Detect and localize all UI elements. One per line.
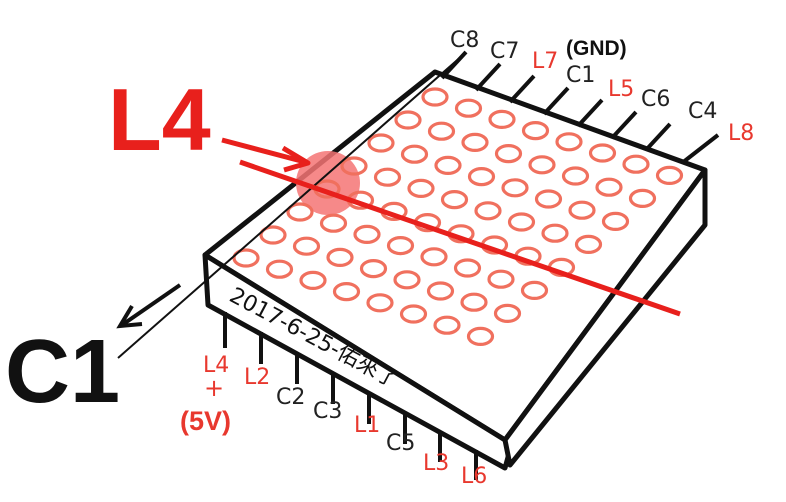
column-label-big: C1 (5, 322, 120, 422)
bottom-pin-label: L6 (461, 464, 487, 489)
led-dot (493, 303, 522, 323)
led-dot (421, 87, 449, 107)
led-dot (561, 166, 590, 186)
red-arrowhead (281, 145, 311, 173)
led-dot (528, 155, 556, 175)
led-dot (340, 156, 368, 176)
led-dot (454, 98, 483, 118)
led-dot (588, 143, 617, 163)
led-dot (359, 259, 388, 279)
led-dot (461, 132, 489, 152)
led-dot (426, 281, 455, 301)
bottom-pin-label: L3 (423, 451, 449, 476)
led-dot (232, 248, 260, 268)
led-dot (460, 292, 488, 312)
top-pin-label: L7 (532, 49, 558, 74)
led-dot (286, 202, 314, 222)
led-dot (440, 190, 469, 210)
led-dot (466, 326, 495, 346)
led-dot (601, 211, 630, 231)
led-dot (367, 133, 395, 153)
led-dot (332, 282, 361, 302)
black-arrowhead (116, 304, 143, 329)
bottom-pin-labels: L4 L2 C2 C3 L1 C5 L3 L6 (203, 353, 487, 489)
top-pin-label: C8 (450, 28, 479, 53)
top-pin-label: C4 (688, 99, 717, 124)
vcc-label: (5V) (180, 406, 231, 436)
led-dot (420, 247, 448, 267)
led-dot (488, 109, 516, 130)
bottom-pin-label: C3 (313, 399, 342, 424)
bottom-pin-label: L1 (354, 413, 380, 438)
top-pin-leg (474, 62, 502, 92)
led-dot (521, 121, 550, 141)
bottom-pin-legs (223, 312, 478, 480)
top-pin-label: L5 (608, 77, 634, 102)
led-dot (501, 178, 529, 198)
bottom-pin-label: L2 (244, 365, 270, 390)
row-l4-line (239, 159, 681, 317)
top-pin-leg (680, 133, 720, 165)
led-dot (326, 247, 354, 267)
module-side-face (502, 167, 708, 468)
gnd-label: (GND) (566, 37, 627, 60)
led-dot (453, 258, 482, 278)
top-pin-label: C7 (490, 39, 519, 64)
bottom-pin-label: L4 (203, 353, 229, 378)
row-label-big: L4 (108, 70, 211, 169)
led-dot (534, 189, 563, 209)
top-pin-labels: C8 C7 L7 C1 L5 C6 C4 L8 (450, 28, 754, 146)
led-dot (292, 236, 321, 256)
black-pointer-arrow (120, 283, 182, 327)
led-dot (265, 259, 294, 279)
led-dot (487, 269, 515, 289)
led-dot (555, 132, 583, 152)
top-pin-legs (440, 50, 720, 165)
led-dot (427, 121, 456, 141)
led-dot (259, 225, 287, 245)
led-dot (319, 213, 348, 233)
column-c1-line (117, 54, 464, 359)
top-pin-leg (610, 110, 638, 140)
top-pin-leg (576, 98, 604, 128)
led-dot (399, 304, 428, 324)
top-pin-label: C6 (641, 87, 670, 112)
led-dot (299, 270, 327, 290)
led-dot (366, 293, 394, 313)
plus-sign: + (204, 374, 224, 402)
led-dot (568, 200, 596, 220)
red-pointer-arrow (221, 137, 306, 165)
led-dot (407, 178, 435, 198)
led-dot (434, 155, 462, 175)
led-dot (474, 201, 502, 221)
top-pin-leg (542, 86, 570, 116)
led-dot (520, 280, 549, 300)
led-dot (393, 270, 421, 290)
led-dot (467, 167, 496, 187)
led-dot (622, 154, 650, 174)
led-dot (494, 144, 523, 164)
top-pin-label: C1 (566, 63, 595, 88)
bottom-pin-label: C5 (386, 431, 415, 456)
top-pin-leg (644, 122, 672, 152)
led-dot (353, 224, 381, 244)
led-dot (373, 167, 402, 187)
bottom-pin-label: C2 (276, 385, 305, 410)
led-dot (507, 212, 536, 232)
led-dot (574, 234, 603, 254)
led-dot (628, 188, 657, 208)
led-dot (394, 110, 422, 130)
led-dot (433, 315, 461, 335)
led-dot (400, 144, 429, 164)
led-dot (655, 165, 684, 185)
led-dot (386, 236, 415, 256)
top-pin-label: L8 (728, 121, 754, 146)
top-pin-leg (508, 74, 536, 104)
led-dot (541, 223, 569, 243)
led-dot (595, 177, 623, 197)
